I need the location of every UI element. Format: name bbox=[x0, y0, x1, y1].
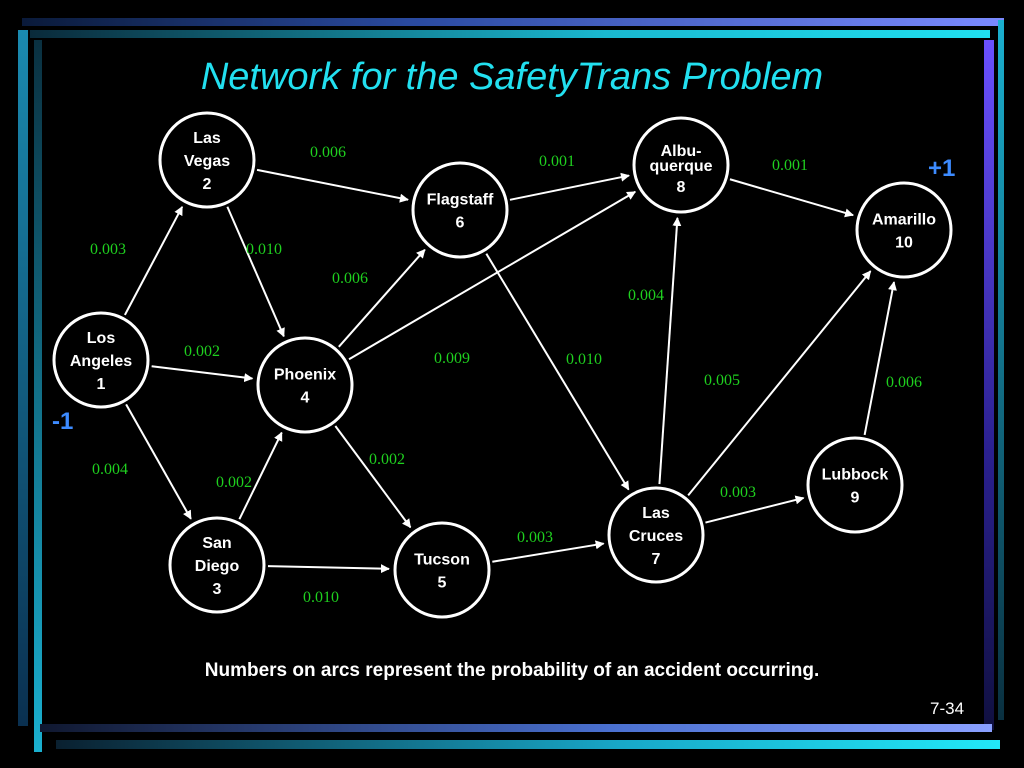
node-8: Albu-querque 8 bbox=[632, 116, 730, 214]
arc-2-4 bbox=[226, 206, 285, 338]
node-label-line: 5 bbox=[438, 575, 447, 592]
node-circle bbox=[256, 336, 354, 434]
node-label-line: Angeles bbox=[70, 353, 132, 370]
arc-1-4 bbox=[151, 365, 254, 383]
frame-left-bar-2 bbox=[34, 40, 42, 752]
arc-1-2 bbox=[123, 206, 184, 316]
node-circle bbox=[411, 161, 509, 259]
arc-8-10 bbox=[729, 178, 854, 218]
node-circle bbox=[607, 486, 705, 584]
frame-bottom-bar bbox=[40, 724, 992, 732]
node-label-line: Las bbox=[642, 505, 670, 522]
node-label-line: Albu- bbox=[661, 143, 702, 160]
arc-7-10 bbox=[687, 270, 872, 497]
node-label-line: 1 bbox=[97, 376, 106, 393]
frame-right-bar-2 bbox=[998, 20, 1004, 720]
node-10: Amarillo 10 bbox=[855, 181, 953, 279]
node-label-line: Tucson bbox=[414, 552, 470, 569]
node-label-line: 9 bbox=[851, 490, 860, 507]
arc-label-9-10: 0.006 bbox=[886, 374, 922, 391]
arc-4-8 bbox=[348, 190, 637, 361]
arc-4-5 bbox=[334, 425, 412, 529]
node-label-line: Los bbox=[87, 330, 116, 347]
node-label-line: 6 bbox=[456, 215, 465, 232]
arc-4-6 bbox=[338, 249, 426, 348]
arc-label-7-8: 0.004 bbox=[628, 287, 664, 304]
frame-top-bar-cyan bbox=[30, 30, 990, 38]
arc-6-7 bbox=[485, 253, 630, 491]
arc-3-4 bbox=[238, 431, 283, 520]
node-label-line: Diego bbox=[195, 558, 240, 575]
node-circle bbox=[168, 516, 266, 614]
node-label-line: 8 bbox=[677, 179, 686, 196]
arc-7-9 bbox=[705, 495, 805, 524]
node-label-line: 3 bbox=[213, 581, 222, 598]
arc-label-6-7: 0.010 bbox=[566, 351, 602, 368]
node-4: Phoenix 4 bbox=[256, 336, 354, 434]
node-label-line: 10 bbox=[895, 235, 913, 252]
node-label-line: Phoenix bbox=[274, 367, 336, 384]
frame-right-bar bbox=[984, 40, 994, 730]
node-6: Flagstaff 6 bbox=[411, 161, 509, 259]
arc-label-8-10: 0.001 bbox=[772, 157, 808, 174]
arc-1-3 bbox=[125, 403, 192, 520]
arc-label-5-7: 0.003 bbox=[517, 529, 553, 546]
arc-9-10 bbox=[863, 281, 897, 436]
arc-6-8 bbox=[509, 172, 630, 201]
sink-demand-label: +1 bbox=[928, 155, 956, 182]
node-label-line: Cruces bbox=[629, 528, 683, 545]
node-label-line: Las bbox=[193, 130, 221, 147]
arc-label-1-2: 0.003 bbox=[90, 241, 126, 258]
node-label-line: Lubbock bbox=[822, 467, 889, 484]
footnote: Numbers on arcs represent the probabilit… bbox=[204, 660, 820, 681]
arc-label-3-5: 0.010 bbox=[303, 589, 339, 606]
arc-label-2-6: 0.006 bbox=[310, 144, 346, 161]
node-label-line: San bbox=[202, 535, 231, 552]
node-5: Tucson 5 bbox=[393, 521, 491, 619]
node-label-line: 2 bbox=[203, 176, 212, 193]
frame-top-bar bbox=[22, 18, 1004, 26]
node-circle bbox=[158, 111, 256, 209]
arc-label-1-3: 0.004 bbox=[92, 461, 128, 478]
arc-label-3-4: 0.002 bbox=[216, 474, 252, 491]
arc-3-5 bbox=[267, 564, 390, 574]
page-number: 7-34 bbox=[930, 699, 965, 718]
arc-5-7 bbox=[492, 540, 605, 563]
arc-label-4-5: 0.002 bbox=[369, 451, 405, 468]
arc-7-8 bbox=[658, 216, 682, 485]
arc-label-4-8: 0.009 bbox=[434, 350, 470, 367]
node-label-line: Flagstaff bbox=[427, 192, 494, 209]
node-9: Lubbock 9 bbox=[806, 436, 904, 534]
arc-label-6-8: 0.001 bbox=[539, 153, 575, 170]
node-label-line: Amarillo bbox=[872, 212, 936, 229]
arc-label-1-4: 0.002 bbox=[184, 343, 220, 360]
node-circle bbox=[855, 181, 953, 279]
source-supply-label: -1 bbox=[52, 408, 74, 435]
arc-label-2-4: 0.010 bbox=[246, 241, 282, 258]
node-label-line: Vegas bbox=[184, 153, 230, 170]
node-label-line: 4 bbox=[301, 390, 310, 407]
arc-label-7-9: 0.003 bbox=[720, 484, 756, 501]
node-circle bbox=[806, 436, 904, 534]
node-circle bbox=[393, 521, 491, 619]
arc-label-4-6: 0.006 bbox=[332, 270, 368, 287]
arc-2-6 bbox=[256, 168, 409, 203]
frame-left-bar bbox=[18, 30, 28, 726]
slide-title: Network for the SafetyTrans Problem bbox=[200, 56, 824, 98]
node-circle bbox=[52, 311, 150, 409]
node-label-line: querque bbox=[649, 158, 712, 175]
node-circle bbox=[632, 116, 730, 214]
frame-bottom-bar-cyan bbox=[56, 740, 1000, 749]
arc-label-7-10: 0.005 bbox=[704, 372, 740, 389]
node-label-line: 7 bbox=[652, 551, 661, 568]
